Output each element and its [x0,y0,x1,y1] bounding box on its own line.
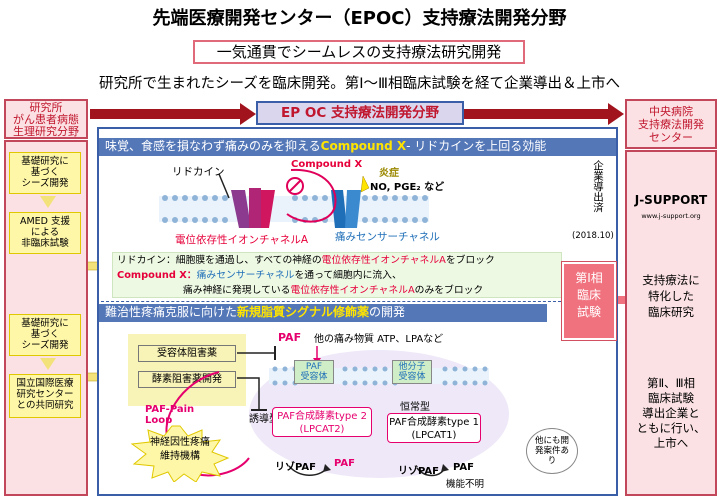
lyso-paf-1: リゾPAF [275,462,316,473]
paf-1: PAF [334,458,355,469]
note-amed: AMED 支援 による 非臨床試験 [9,212,81,254]
jsupport-url[interactable]: www.j-support.org [641,212,701,220]
epoc-header: EP OC 支持療法開発分野 [256,101,464,125]
paf-synthase-type2: PAF合成酵素type 2 (LPCAT2) [272,407,372,437]
neuropathic-label: 神経因性疼痛 維持機構 [150,437,210,462]
page-title: 先端医療開発センター（EPOC）支持療法開発分野 [152,8,567,29]
hospital-header: 中央病院 支持療法開発 センター [625,99,717,149]
channel-illustration [159,168,429,228]
other-cases-bubble: 他にも開 発案件あ り [526,428,578,474]
unknown-function: 機能不明 [446,479,485,490]
down-arrow-1 [40,196,56,208]
receptor-inhibitor: 受容体阻害薬 [138,345,236,362]
mechanism-text: リドカイン：細胞膜を通過し、すべての神経の電位依存性イオンチャネルAをブロック … [112,252,562,298]
note-seed-dev-1: 基礎研究に 基づく シーズ開発 [9,152,81,194]
constitutive-label: 恒常型 [400,402,430,413]
license-year: (2018.10) [572,231,614,241]
paf-synthase-type1: PAF合成酵素type 1 (LPCAT1) [387,413,481,443]
paf-receptor: PAF 受容体 [294,360,334,384]
lidocaine-label: リドカイン [172,166,225,178]
lab-header: 研究所 がん患者病態 生理研究分野 [4,99,88,139]
pain-channel-label: 痛みセンサーチャネル [335,231,440,243]
inducible-label: 誘導型 [249,414,279,425]
section2-bar: 難治性疼痛克服に向けた新規脂質シグナル修飾薬の開発 [99,304,547,322]
right-column [625,150,717,496]
phase1-trial-box: 第Ⅰ相 臨床 試験 [562,262,616,340]
compound-x-label: Compound X [291,159,363,170]
paf-pain-loop: PAF-Pain Loop [145,404,195,426]
section1-bar: 味覚、食感を損なわず痛みのみを抑えるCompound X- リドカインを上回る効… [99,138,616,156]
tagline-box: 一気通貫でシームレスの支持療法研究開発 [193,40,525,64]
neuropathic-starburst [130,425,230,482]
inflammation-label: 炎症 [379,168,399,179]
mediators-label: NO, PGE₂ など [370,182,445,193]
membrane [159,195,429,223]
subtitle: 研究所で生まれたシーズを臨床開発。第Ⅰ～Ⅲ相臨床試験を経て企業導出＆上市へ [98,76,621,92]
top-right-arrow [464,103,624,125]
paf-top-label: PAF [278,331,302,344]
down-arrow-2 [40,358,56,370]
block-icon [286,177,304,195]
note-ncgm: 国立国際医療 研究センター との共同研究 [9,374,81,418]
clinical-research-text: 支持療法に 特化した 臨床研究 [642,273,700,319]
phase-text: 第Ⅱ、Ⅲ相 臨床試験 導出企業と ともに行い、 上市へ [636,376,706,450]
paf-2: PAF [453,462,474,473]
top-left-arrow [90,103,256,125]
licensed-label: 企業導出済 [592,160,604,213]
lyso-paf-2: リゾPAF [398,466,439,477]
note-seed-dev-2: 基礎研究に 基づく シーズ開発 [9,314,81,356]
other-mediators-label: 他の痛み物質 ATP、LPAなど [314,334,444,345]
channel-a [231,188,275,228]
other-receptor: 他分子 受容体 [392,360,432,384]
channel-a-label: 電位依存性イオンチャネルA [175,234,309,246]
jsupport-label: J-SUPPORT [634,193,708,207]
divider [101,301,561,302]
